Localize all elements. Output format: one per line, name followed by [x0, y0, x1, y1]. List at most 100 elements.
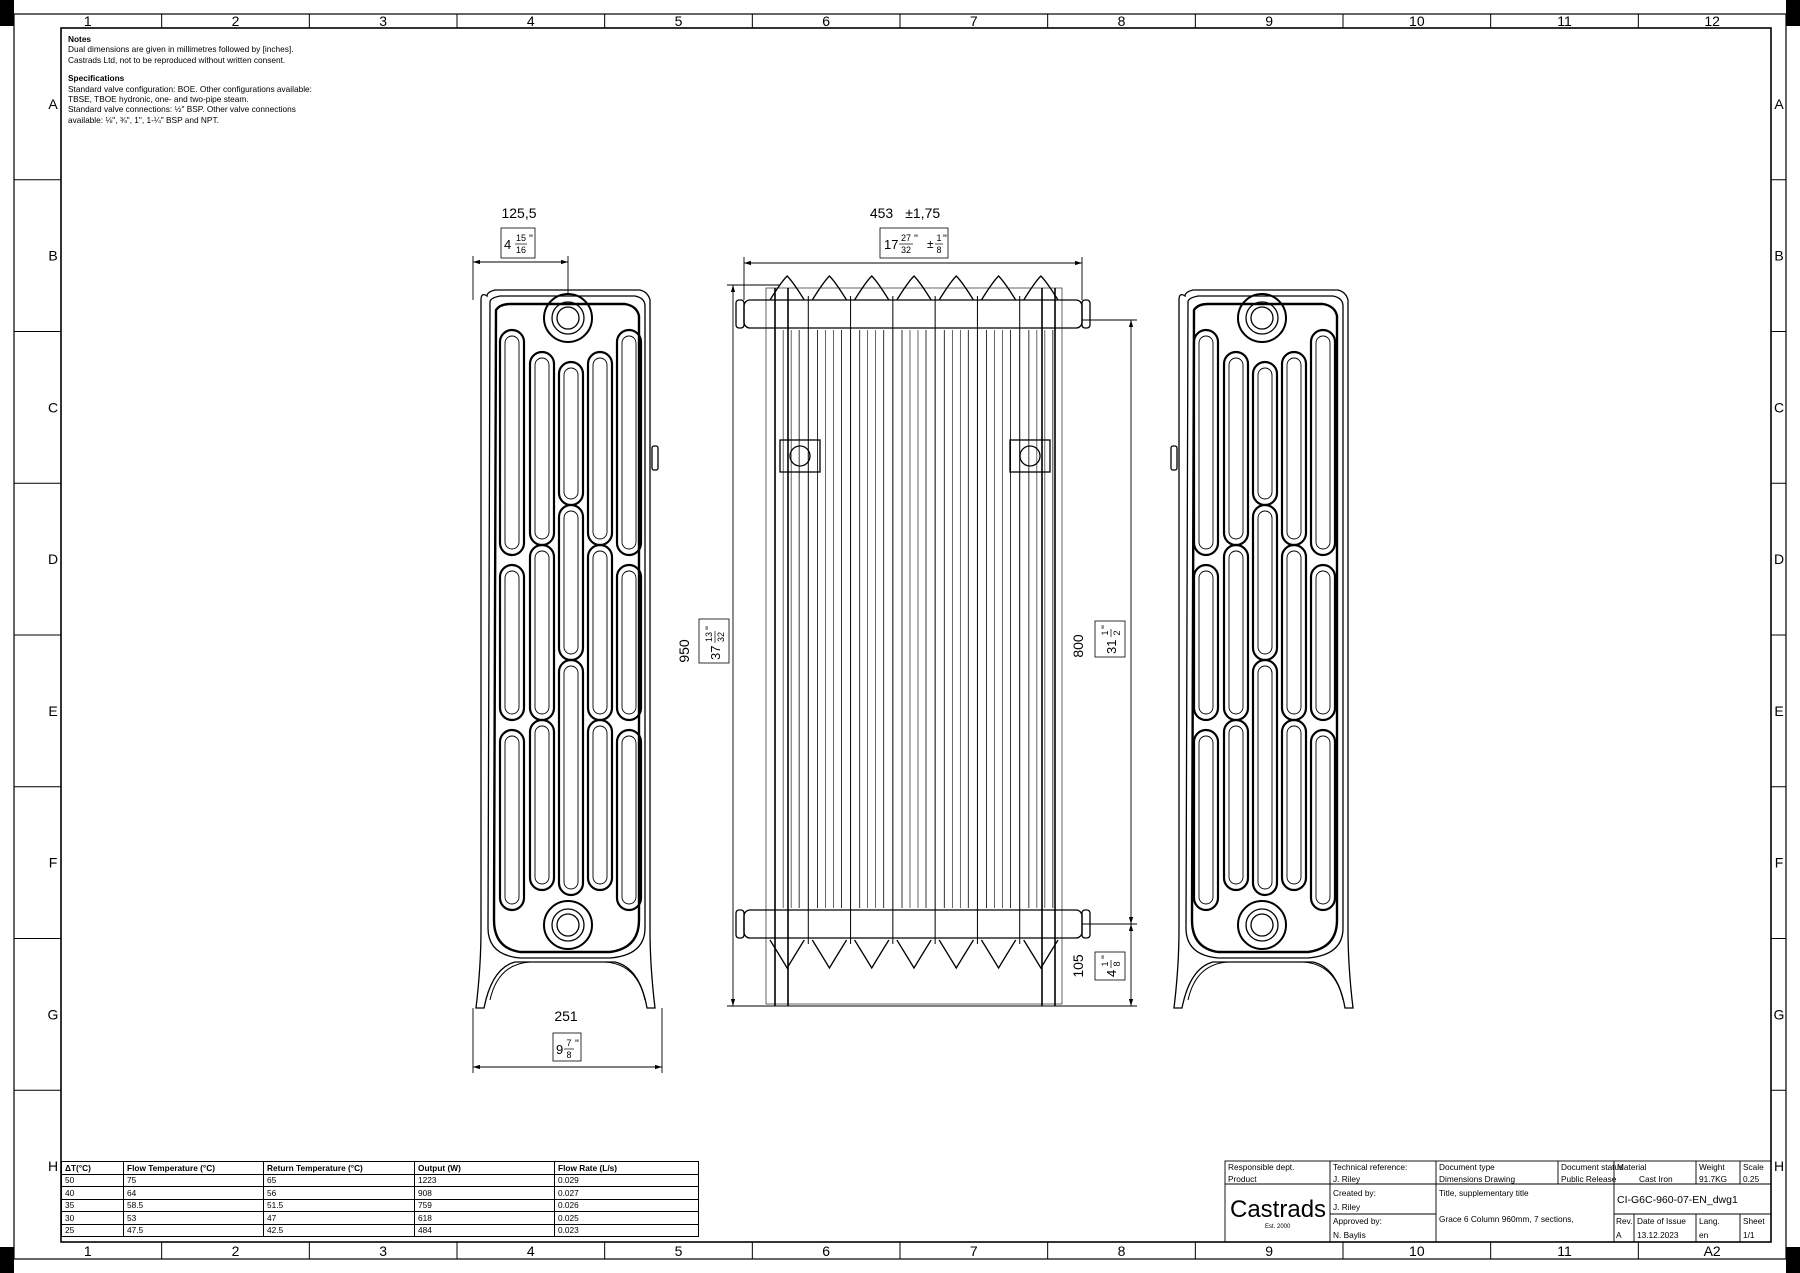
svg-text:32: 32	[716, 632, 726, 642]
zone-row-label: C	[1774, 399, 1784, 415]
svg-text:7: 7	[566, 1038, 571, 1048]
zone-column-label: 8	[1118, 1243, 1126, 1259]
cell: 618	[414, 1211, 555, 1225]
column-slot	[586, 350, 614, 547]
cell: 35	[61, 1198, 124, 1212]
notes-line: Dual dimensions are given in millimetres…	[68, 44, 294, 55]
notes: Notes Dual dimensions are given in milli…	[68, 34, 428, 125]
cell: 908	[414, 1186, 555, 1200]
column-slot-inner	[1257, 510, 1273, 655]
column-slot	[1309, 563, 1337, 722]
svg-text:2: 2	[1112, 630, 1122, 635]
frame	[13, 13, 1787, 1260]
dim-depth-top: 125,5	[501, 205, 536, 221]
column-slot	[1280, 718, 1308, 892]
zone-row-label: E	[1774, 703, 1783, 719]
rev: A	[1616, 1230, 1622, 1240]
zone-column-label: 3	[379, 1243, 387, 1259]
column-slot	[1309, 328, 1337, 557]
col-flow-temp: Flow Temperature (°C)	[123, 1161, 264, 1175]
column-slot-inner	[1286, 725, 1302, 885]
column-slot	[1222, 718, 1250, 892]
svg-text:17: 17	[884, 237, 898, 252]
column-slot-inner	[621, 335, 637, 550]
document-status: Public Release	[1561, 1174, 1617, 1184]
svg-text:": "	[1100, 955, 1112, 959]
section-crown-bottom	[1023, 939, 1059, 970]
sheet-label: Sheet	[1743, 1216, 1765, 1226]
drawing-title: Grace 6 Column 960mm, 7 sections,	[1439, 1214, 1574, 1224]
section-crown-bottom	[854, 939, 890, 970]
cell: 25	[61, 1223, 124, 1237]
created-by-label: Created by:	[1333, 1188, 1376, 1198]
column-slot-inner	[563, 510, 579, 655]
column-slot	[528, 543, 556, 722]
svg-text:1: 1	[936, 233, 941, 243]
material: Cast Iron	[1639, 1174, 1673, 1184]
zone-column-label: 11	[1557, 13, 1572, 29]
column-slot	[528, 718, 556, 892]
section-crown-top	[938, 275, 974, 301]
table-header-row: ΔT(°C) Flow Temperature (°C) Return Temp…	[61, 1161, 699, 1175]
zone-row-label: F	[49, 855, 58, 871]
column-slot	[615, 563, 643, 722]
cell: 65	[263, 1173, 415, 1187]
svg-text:": "	[529, 233, 533, 245]
sheet-number: 1/1	[1743, 1230, 1755, 1240]
column-slot	[1280, 543, 1308, 722]
zone-column-label: 1	[84, 1243, 92, 1259]
notes-line: Castrads Ltd, not to be reproduced witho…	[68, 54, 286, 65]
zone-row-label: C	[48, 399, 58, 415]
column-slot-inner	[1198, 335, 1214, 550]
issue-date: 13.12.2023	[1637, 1230, 1679, 1240]
cell: 0.029	[554, 1173, 699, 1187]
document-type: Dimensions Drawing	[1439, 1174, 1516, 1184]
zone-row-label: E	[48, 703, 57, 719]
column-slot	[498, 563, 526, 722]
section-crown-top	[769, 275, 805, 301]
created-by: J. Riley	[1333, 1202, 1361, 1212]
spec-heading: Specifications	[68, 73, 125, 84]
column-slot	[1192, 328, 1220, 557]
column-slot-inner	[592, 725, 608, 885]
column-slot-inner	[563, 367, 579, 500]
zone-column-label: 11	[1557, 1243, 1572, 1259]
column-slot	[615, 728, 643, 912]
zone-column-label: 3	[379, 13, 387, 29]
section-crown-top	[811, 275, 848, 301]
title-label: Title, supplementary title	[1439, 1188, 1529, 1198]
column-slot-inner	[534, 725, 550, 885]
column-slot-inner	[563, 665, 579, 890]
zone-column-label: 6	[822, 13, 830, 29]
cell: 50	[61, 1173, 124, 1187]
zone-column-label: 8	[1118, 13, 1126, 29]
svg-text:": "	[943, 233, 947, 245]
zone-row-label: H	[48, 1158, 58, 1174]
zone-row-label: A	[1774, 96, 1784, 112]
dim-height: 950	[676, 639, 692, 663]
zone-column-label: 5	[675, 1243, 683, 1259]
zone-row-label: H	[1774, 1158, 1784, 1174]
column-slot	[615, 328, 643, 557]
weight: 91.7KG	[1699, 1174, 1728, 1184]
section-crown-top	[980, 275, 1017, 301]
column-slot	[557, 360, 585, 507]
cell: 56	[263, 1186, 415, 1200]
svg-text:±: ±	[927, 237, 934, 251]
valve-plug	[1081, 299, 1091, 329]
approved-by: N. Baylis	[1333, 1230, 1366, 1240]
zone-column-label: 5	[675, 13, 683, 29]
column-slot-inner	[1286, 357, 1302, 540]
svg-text:4: 4	[1104, 970, 1119, 977]
cell: 42.5	[263, 1223, 415, 1237]
cell: 64	[123, 1186, 264, 1200]
svg-text:15: 15	[516, 233, 526, 243]
zone-row-label: A	[48, 96, 58, 112]
zone-row-label: G	[48, 1006, 59, 1022]
spec-line: Standard valve configuration: BOE. Other…	[68, 83, 312, 94]
